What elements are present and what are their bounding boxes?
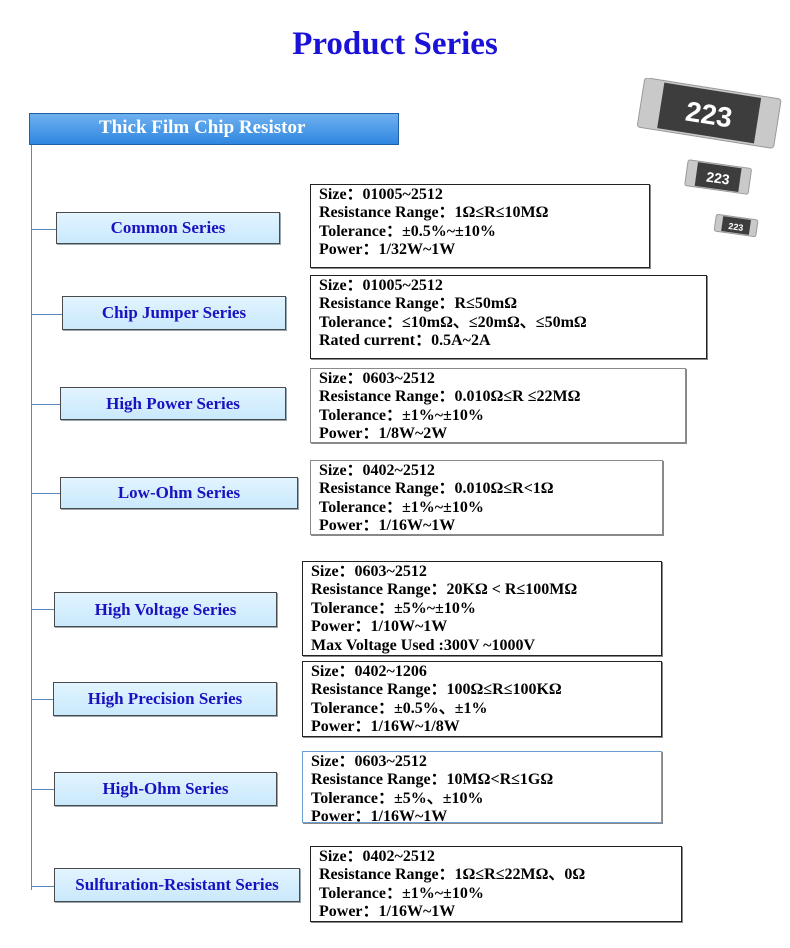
spec-tolerance: Tolerance：±1%~±10% [319, 498, 484, 516]
series-high-ohm: High-Ohm Series [54, 772, 277, 806]
spec-box-high-precision: Size：0402~1206 Resistance Range：100Ω≤R≤1… [302, 661, 662, 737]
spec-box-common: Size：01005~2512 Resistance Range：1Ω≤R≤10… [310, 184, 650, 268]
spec-size: Size：0402~1206 [311, 663, 427, 680]
spec-power: Power：1/10W~1W [311, 618, 448, 636]
series-high-precision: High Precision Series [53, 682, 277, 716]
spec-resistance-range: Resistance Range：1Ω≤R≤10MΩ [319, 204, 549, 222]
spec-resistance-range: Resistance Range：10MΩ<R≤1GΩ [311, 771, 554, 789]
spec-resistance-range: Resistance Range：0.010Ω≤R ≤22MΩ [319, 388, 581, 406]
spec-tolerance: Tolerance：±0.5%、±1% [311, 699, 488, 717]
series-sulfuration-resistant: Sulfuration-Resistant Series [54, 868, 300, 902]
spec-box-chip-jumper: Size：01005~2512 Resistance Range：R≤50mΩ … [310, 275, 707, 359]
chip-resistor-small-image: 223 [713, 213, 759, 238]
spec-box-high-power: Size：0603~2512 Resistance Range：0.010Ω≤R… [310, 368, 686, 443]
spec-tolerance: Tolerance：≤10mΩ、≤20mΩ、≤50mΩ [319, 313, 587, 331]
spec-resistance-range: Resistance Range：R≤50mΩ [319, 295, 518, 313]
spec-tolerance: Tolerance：±5%~±10% [311, 599, 476, 617]
branch-line-high-power [31, 404, 61, 405]
spec-power: Power：1/16W~1W [319, 903, 456, 921]
spec-box-sulfuration-resistant: Size：0402~2512 Resistance Range：1Ω≤R≤22M… [310, 846, 682, 922]
branch-line-common [31, 229, 57, 230]
spec-size: Size：0603~2512 [311, 563, 427, 580]
series-high-voltage: High Voltage Series [54, 592, 277, 627]
branch-line-high-voltage [31, 609, 55, 610]
spec-rated-current: Rated current：0.5A~2A [319, 332, 491, 350]
chip-marking-text: 223 [728, 221, 744, 233]
spec-size: Size：0603~2512 [319, 370, 435, 387]
spec-box-high-ohm: Size：0603~2512 Resistance Range：10MΩ<R≤1… [302, 751, 662, 823]
spec-size: Size：0402~2512 [319, 848, 435, 865]
spec-resistance-range: Resistance Range：0.010Ω≤R<1Ω [319, 480, 554, 498]
branch-line-sulfuration-resistant [31, 886, 55, 887]
spec-power: Power：1/16W~1W [311, 808, 448, 823]
series-chip-jumper: Chip Jumper Series [62, 296, 286, 330]
spec-resistance-range: Resistance Range：100Ω≤R≤100KΩ [311, 681, 562, 699]
branch-line-high-ohm [31, 789, 54, 790]
page-title: Product Series [292, 26, 498, 62]
spec-max-voltage: Max Voltage Used :300V ~1000V [311, 636, 536, 654]
spec-size: Size：0603~2512 [311, 753, 427, 770]
spec-size: Size：01005~2512 [319, 186, 443, 203]
spec-power: Power：1/16W~1W [319, 517, 456, 535]
series-high-power: High Power Series [60, 387, 286, 420]
spec-tolerance: Tolerance：±1%~±10% [319, 884, 484, 902]
series-common: Common Series [56, 212, 280, 244]
spec-power: Power：1/8W~2W [319, 425, 448, 443]
spec-tolerance: Tolerance：±1%~±10% [319, 406, 484, 424]
root-category-box: Thick Film Chip Resistor [29, 113, 399, 145]
spec-resistance-range: Resistance Range：20KΩ < R≤100MΩ [311, 581, 578, 599]
spec-power: Power：1/32W~1W [319, 241, 456, 259]
spec-size: Size：01005~2512 [319, 277, 443, 294]
series-low-ohm: Low-Ohm Series [60, 477, 298, 509]
spec-tolerance: Tolerance：±5%、±10% [311, 789, 484, 807]
chip-marking-text: 223 [683, 96, 734, 134]
branch-line-low-ohm [31, 493, 61, 494]
chip-resistor-large-image: 223 [637, 78, 782, 149]
chip-resistor-medium-image: 223 [684, 159, 752, 195]
spec-size: Size：0402~2512 [319, 462, 435, 479]
spec-box-low-ohm: Size：0402~2512 Resistance Range：0.010Ω≤R… [310, 460, 663, 535]
branch-line-high-precision [31, 699, 54, 700]
spec-power: Power：1/16W~1/8W [311, 718, 460, 736]
spec-box-high-voltage: Size：0603~2512 Resistance Range：20KΩ < R… [302, 561, 662, 656]
spec-tolerance: Tolerance：±0.5%~±10% [319, 222, 496, 240]
tree-trunk-line [31, 145, 32, 890]
branch-line-chip-jumper [31, 314, 63, 315]
chip-marking-text: 223 [705, 168, 731, 187]
spec-resistance-range: Resistance Range：1Ω≤R≤22MΩ、0Ω [319, 866, 586, 884]
